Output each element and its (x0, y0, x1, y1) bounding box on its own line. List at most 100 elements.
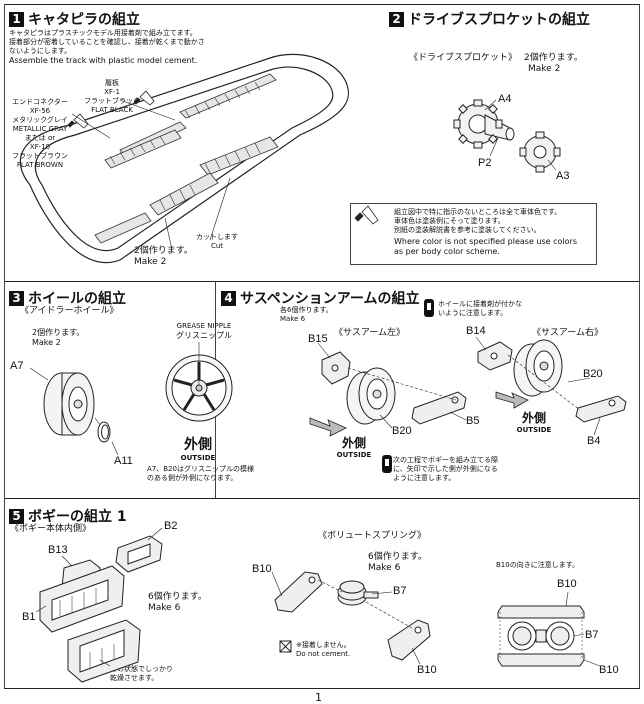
part-a11-label: A11 (114, 455, 133, 467)
section-4-number: 4 (221, 290, 236, 306)
arm-b14 (477, 341, 513, 371)
make-en: Make 6 (148, 603, 181, 613)
part-b10-lower-label: B10 (417, 664, 437, 676)
b10-bottom-bar (497, 653, 585, 667)
arm-b15 (321, 351, 351, 385)
divider-row1 (4, 281, 640, 282)
section-1-heading: キャタピラの組立 (28, 12, 140, 28)
part-b15-label: B15 (308, 333, 328, 345)
label-line: METALLIC GRAY (12, 125, 68, 133)
divider-bottom (4, 688, 640, 689)
wheel-a7-rim-back (43, 372, 81, 436)
s5-dry-note: この状態でしっかり 乾燥させます。 (110, 665, 173, 683)
note-line: 乾燥させます。 (110, 674, 159, 682)
label-line: XF-56 (29, 107, 51, 115)
outside-jp: 外側 (341, 436, 366, 450)
wheel-b20-left (346, 367, 396, 425)
section-2-number: 2 (389, 11, 404, 27)
wheel-spokes (173, 362, 225, 411)
track-lower-teeth (159, 142, 261, 211)
note-line: Do not cement. (296, 650, 351, 658)
section-2-title: 2 ドライブスプロケットの組立 (389, 9, 590, 29)
note-line: 次の工程でボギーを組み立てる際 (393, 456, 498, 464)
note-line: 別紙の塗装解説書を参考に塗装してください。 (394, 226, 541, 234)
section-1-number: 1 (9, 11, 24, 27)
make-en: Make 6 (280, 315, 306, 323)
section-5-number: 5 (9, 508, 24, 524)
bogie-part-b2 (115, 535, 163, 573)
section-4-heading: サスペンションアームの組立 (240, 291, 420, 307)
spring-right (545, 621, 575, 651)
sprocket-a4-body (457, 103, 499, 145)
note-line: に、矢印で示した側が外側になる (393, 465, 498, 473)
track-links-lower (94, 136, 279, 244)
outside-en: OUTSIDE (180, 454, 216, 462)
track-black-label: 履板 XF-1 フラットブラック FLAT BLACK (84, 79, 140, 115)
s1-text-jp-line: ないようにします。 (9, 47, 72, 55)
outside-en: OUTSIDE (516, 426, 552, 434)
make-jp: 2個作ります。 (524, 53, 583, 63)
outside-jp: 外側 (521, 411, 546, 425)
section-3-number: 3 (9, 290, 24, 306)
ring-a11 (97, 421, 111, 443)
cut-en: Cut (210, 242, 224, 250)
label-line: FLAT BLACK (91, 106, 133, 114)
no-cement-icon (279, 640, 292, 653)
outside-arrow-icon (309, 391, 529, 437)
part-b10-bottom-label: B10 (599, 664, 619, 676)
b10-top-bar (497, 605, 585, 619)
divider-top (4, 4, 640, 5)
part-b4-label: B4 (587, 435, 601, 447)
note-line: ホイールに接着剤が付かな (438, 300, 522, 308)
section-3-title: 3 ホイールの組立 (9, 288, 126, 308)
make-jp: 6個作ります。 (148, 592, 207, 602)
make-en: Make 2 (528, 64, 561, 74)
divider-row2 (4, 498, 640, 499)
b10-orientation-note: B10の向きに注意します。 (496, 561, 580, 569)
bogie-part-b1 (39, 565, 125, 633)
part-a7-label: A7 (10, 360, 24, 372)
section-1-instructions: キャタピラはプラスチックモデル用接着剤で組み立てます。 接着部分が密着しているこ… (9, 29, 205, 66)
s6-make-label: 6個作ります。 Make 6 (368, 552, 427, 574)
part-b7-side-label: B7 (585, 629, 599, 641)
cut-label: カットします Cut (196, 233, 238, 251)
part-b7-label: B7 (393, 585, 407, 597)
make-jp: 6個作ります。 (368, 552, 427, 562)
make-en: Make 6 (368, 563, 401, 573)
note-line-en: as per body color scheme. (394, 247, 500, 256)
note-line: ように注意します。 (393, 474, 456, 482)
outside-marker-right: 外側 OUTSIDE (516, 409, 552, 435)
s3-note: A7、B20はグリスニップルの模様 のある側が外側になります。 (147, 465, 254, 483)
part-a4-label: A4 (498, 93, 512, 105)
make-en: Make 2 (134, 257, 167, 267)
s1-text-jp-line: キャタピラはプラスチックモデル用接着剤で組み立てます。 (9, 29, 197, 37)
label-line: XF-1 (104, 88, 120, 96)
outside-marker-s3: 外側 OUTSIDE (178, 434, 218, 463)
do-not-cement-note: ※接着しません。 Do not cement. (296, 641, 351, 659)
outside-marker-left: 外側 OUTSIDE (334, 434, 374, 460)
wheel-b20-right (513, 339, 563, 397)
part-b1-label: B1 (22, 611, 36, 623)
bogie-part-b13 (61, 559, 101, 599)
grease-en: GREASE NIPPLE (176, 322, 232, 330)
s2-subtitle-text: 《ドライブスプロケット》 (409, 53, 518, 63)
grease-jp: グリスニップル (176, 331, 232, 340)
part-b10-label: B10 (252, 563, 272, 575)
note-line: この状態でしっかり (110, 665, 173, 673)
s5-subtitle: 《ボギー本体内側》 (10, 524, 92, 534)
note-line: ※接着しません。 (296, 641, 351, 649)
make-jp: 各6個作ります。 (280, 306, 333, 314)
side-right (639, 4, 640, 688)
make-jp: 2個作ります。 (32, 328, 85, 337)
side-left (4, 4, 5, 688)
page-number: 1 (315, 691, 322, 704)
s1-text-jp-line: 接着部分が密着していることを確認し、接着が乾くまで動かさ (9, 38, 205, 46)
part-b20-right-label: B20 (583, 368, 603, 380)
volute-spring-b7 (337, 588, 367, 606)
note-line: 車体色は塗装例にそって塗ります。 (394, 217, 505, 225)
s3-subtitle: 《アイドラーホイール》 (20, 306, 119, 316)
label-line: 履板 (105, 79, 119, 87)
s4-right-arm-title: 《サスアーム右》 (532, 328, 604, 338)
volute-spring-subtitle: 《ボリュートスプリング》 (318, 531, 427, 541)
